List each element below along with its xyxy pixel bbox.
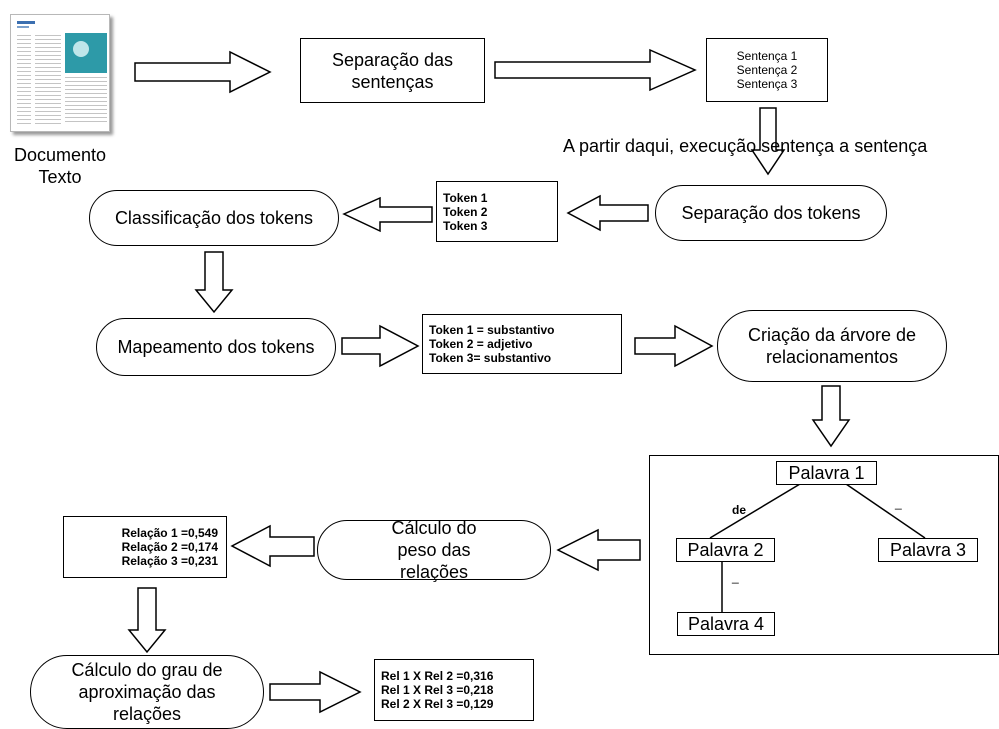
relations-box: Relação 1 =0,549 Relação 2 =0,174 Relaçã… bbox=[63, 516, 227, 578]
arrow-relations-down bbox=[127, 587, 167, 654]
step-sentence-split-label: Separação das sentenças bbox=[331, 49, 454, 92]
step-token-split-label: Separação dos tokens bbox=[681, 203, 861, 223]
arrow-classes-to-tree bbox=[634, 324, 714, 368]
execution-note: A partir daqui, execução sentença a sent… bbox=[563, 135, 993, 157]
tree-edge-left-text: de bbox=[732, 503, 747, 517]
sentence-item: Sentença 1 bbox=[736, 49, 798, 63]
step-token-classify: Classificação dos tokens bbox=[89, 190, 339, 246]
arrow-classify-down bbox=[194, 251, 234, 314]
arrow-sentences-down bbox=[750, 107, 786, 176]
step-tree-create: Criação da árvore de relacionamentos bbox=[717, 310, 947, 382]
tree-edge-right-label: _ bbox=[895, 496, 909, 510]
step-weight-calc: Cálculo do peso das relações bbox=[317, 518, 551, 582]
token-item: Token 3 bbox=[443, 218, 488, 233]
tree-node-left: Palavra 2 bbox=[676, 538, 775, 562]
document-thumbnail bbox=[10, 14, 110, 132]
relation-item: Relação 1 =0,549 bbox=[121, 526, 218, 540]
step-token-split: Separação dos tokens bbox=[655, 185, 887, 241]
arrow-map-to-classes bbox=[341, 324, 420, 368]
step-approx-calc: Cálculo do grau de aproximação das relaç… bbox=[30, 655, 264, 729]
tree-edge-left-label: de bbox=[732, 503, 762, 517]
tree-edge-child-text: _ bbox=[732, 570, 739, 584]
tree-node-left-label: Palavra 2 bbox=[687, 540, 764, 560]
document-label: Documento Texto bbox=[0, 143, 120, 189]
arrow-approx-to-results bbox=[269, 670, 362, 714]
step-token-map-label: Mapeamento dos tokens bbox=[117, 337, 315, 357]
arrow-weight-to-relations bbox=[230, 524, 315, 568]
arrow-token-split-to-tokens bbox=[566, 194, 649, 232]
tree-edge-child-label: _ bbox=[732, 570, 746, 584]
execution-note-text: A partir daqui, execução sentença a sent… bbox=[563, 136, 928, 156]
tree-node-right: Palavra 3 bbox=[878, 538, 978, 562]
step-weight-calc-label: Cálculo do peso das relações bbox=[391, 518, 477, 582]
approximation-item: Rel 1 X Rel 3 =0,218 bbox=[381, 683, 494, 697]
step-token-classify-label: Classificação dos tokens bbox=[114, 208, 314, 228]
token-class-item: Token 3= substantivo bbox=[429, 351, 552, 365]
arrow-tree-down bbox=[811, 385, 851, 448]
step-tree-create-label: Criação da árvore de relacionamentos bbox=[747, 325, 917, 367]
token-class-item: Token 2 = adjetivo bbox=[429, 337, 533, 351]
approximation-item: Rel 1 X Rel 2 =0,316 bbox=[381, 669, 494, 683]
sentence-item: Sentença 2 bbox=[736, 63, 798, 77]
token-item: Token 2 bbox=[443, 204, 488, 219]
approximations-box: Rel 1 X Rel 2 =0,316 Rel 1 X Rel 3 =0,21… bbox=[374, 659, 534, 721]
tree-node-child-label: Palavra 4 bbox=[687, 614, 765, 634]
tree-node-right-label: Palavra 3 bbox=[889, 540, 967, 560]
sentences-box: Sentença 1 Sentença 2 Sentença 3 bbox=[706, 38, 828, 102]
tree-edge-right bbox=[845, 483, 926, 539]
approximation-item: Rel 2 X Rel 3 =0,129 bbox=[381, 697, 494, 711]
tree-edge-left bbox=[709, 483, 801, 539]
tokens-box: Token 1 Token 2 Token 3 bbox=[436, 181, 558, 242]
sentence-item: Sentença 3 bbox=[736, 77, 798, 91]
token-item: Token 1 bbox=[443, 190, 488, 205]
tree-edge-right-text: _ bbox=[895, 496, 902, 510]
arrow-doc-to-sentence-split bbox=[134, 50, 272, 94]
token-class-item: Token 1 = substantivo bbox=[429, 323, 555, 337]
step-approx-calc-label: Cálculo do grau de aproximação das relaç… bbox=[71, 660, 223, 724]
arrow-split-to-sentences bbox=[494, 48, 697, 92]
tree-node-root-label: Palavra 1 bbox=[788, 463, 865, 483]
token-classes-box: Token 1 = substantivo Token 2 = adjetivo… bbox=[422, 314, 622, 374]
tree-node-child: Palavra 4 bbox=[677, 612, 775, 636]
document-label-line1: Documento bbox=[13, 145, 107, 165]
relation-item: Relação 3 =0,231 bbox=[121, 554, 218, 568]
arrow-tokens-to-classify bbox=[342, 196, 433, 233]
relation-item: Relação 2 =0,174 bbox=[121, 540, 218, 554]
step-sentence-split: Separação das sentenças bbox=[300, 38, 485, 103]
step-token-map: Mapeamento dos tokens bbox=[96, 318, 336, 376]
document-label-line2: Texto bbox=[38, 167, 82, 187]
tree-node-root: Palavra 1 bbox=[776, 461, 877, 485]
arrow-tree-to-weight bbox=[556, 528, 641, 572]
